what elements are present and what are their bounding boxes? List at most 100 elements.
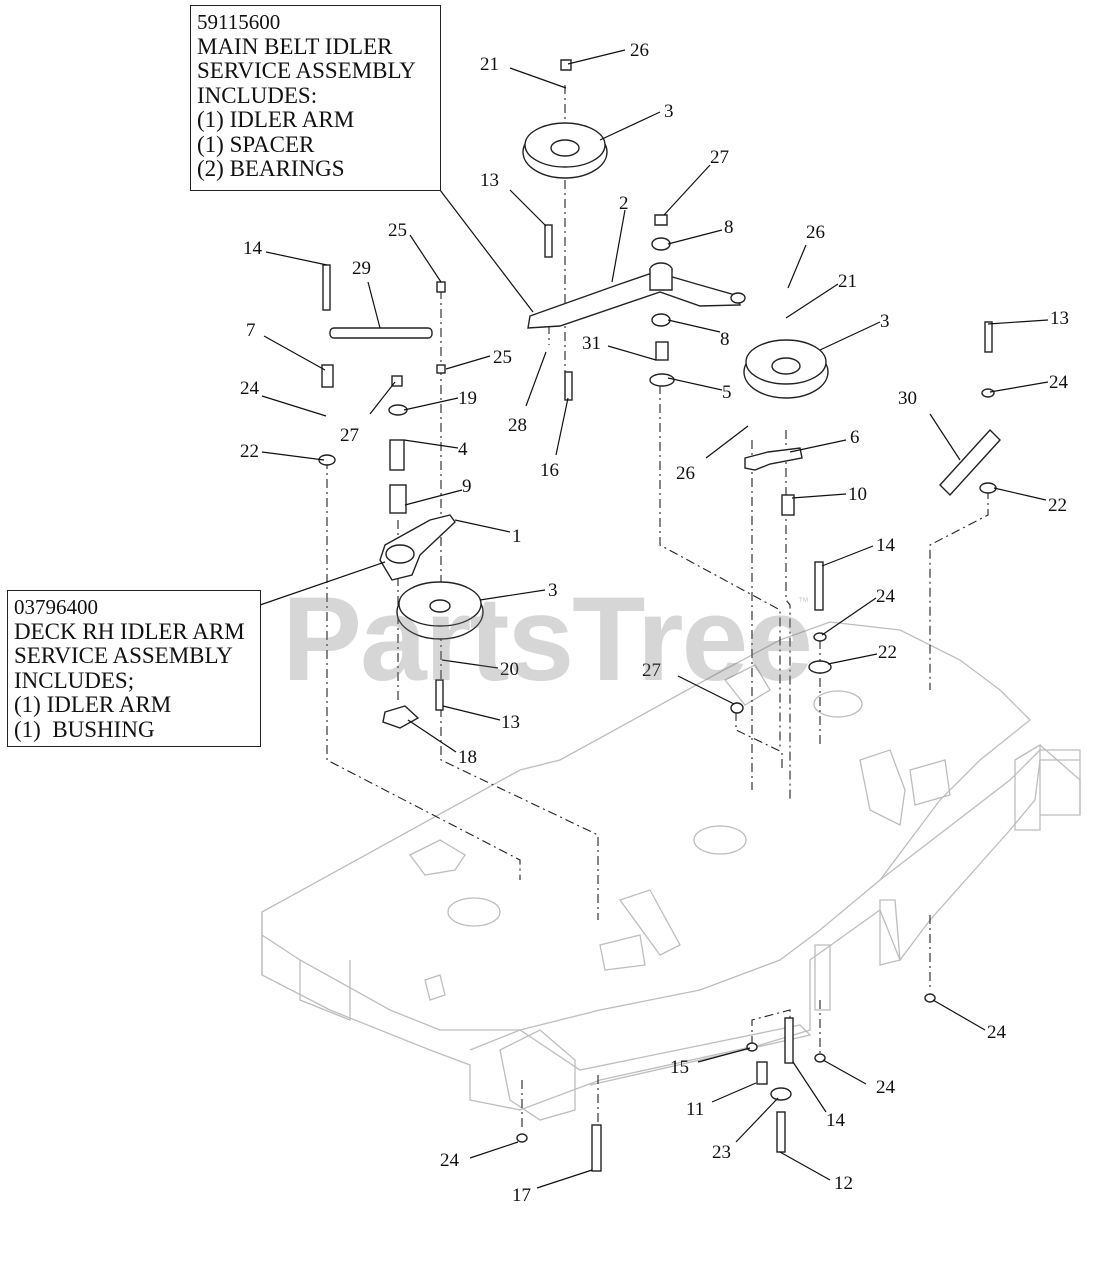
- deck-body: [261, 621, 1031, 1031]
- callout-label: 19: [458, 388, 477, 409]
- callout-label: 12: [834, 1173, 853, 1194]
- pin-17: [591, 1124, 602, 1172]
- rear-frame: [809, 759, 1080, 962]
- callout-label: 22: [1048, 495, 1067, 516]
- callout-label: 24: [987, 1022, 1007, 1043]
- callout-label: 24: [876, 586, 896, 607]
- spindle-hole-left: [447, 897, 501, 927]
- bolt-13-left: [435, 679, 444, 711]
- callout-label: 29: [352, 258, 371, 279]
- callout-label: 20: [500, 659, 519, 680]
- washer-24-right: [981, 388, 995, 398]
- spring-29: [329, 327, 433, 339]
- info-box-main-belt-idler: 59115600 MAIN BELT IDLER SERVICE ASSEMBL…: [190, 5, 441, 191]
- bolt-16: [564, 371, 573, 401]
- callout-label: 13: [1050, 308, 1069, 329]
- callout-label: 25: [388, 220, 407, 241]
- bearing-lower: [651, 313, 671, 327]
- info-line: INCLUDES:: [197, 82, 318, 108]
- callout-label: 28: [508, 415, 527, 436]
- callout-label: 3: [664, 101, 674, 122]
- info-line: DECK RH IDLER ARM: [14, 618, 245, 644]
- callout-label: 15: [670, 1057, 689, 1078]
- bushing-4: [389, 439, 405, 471]
- washer-22-right: [979, 482, 997, 494]
- nut-26-top: [560, 59, 572, 71]
- callout-label: 17: [512, 1185, 531, 1206]
- callout-label: 8: [720, 329, 730, 350]
- nut-15: [746, 1042, 758, 1052]
- callout-label: 14: [876, 535, 896, 556]
- washer-23: [770, 1087, 792, 1101]
- deck-skirt: [261, 935, 811, 1111]
- info-box-deck-rh-idler: 03796400 DECK RH IDLER ARM SERVICE ASSEM…: [7, 590, 261, 747]
- washer-22-mid: [808, 660, 832, 674]
- info-line: INCLUDES;: [14, 667, 135, 693]
- callout-label: 27: [710, 147, 729, 168]
- nut-27-mid: [730, 702, 744, 714]
- info-line: SERVICE ASSEMBLY: [197, 58, 416, 83]
- spacer-10: [781, 494, 795, 516]
- plate-18: [382, 705, 420, 729]
- info-line: (1) IDLER ARM: [197, 107, 355, 132]
- idler-arm-main: [527, 271, 742, 329]
- callout-label: 14: [826, 1110, 846, 1131]
- watermark-tm: ™: [798, 596, 809, 608]
- washer-19: [388, 404, 408, 416]
- bearing-upper: [651, 237, 671, 251]
- callout-label: 25: [493, 347, 512, 368]
- callout-label: 21: [480, 54, 499, 75]
- bolt-13-right: [984, 321, 993, 353]
- info-line: (2) BEARINGS: [197, 156, 345, 181]
- callout-label: 13: [501, 712, 520, 733]
- info-line: (1) IDLER ARM: [14, 692, 172, 717]
- nut-24-front: [814, 1053, 826, 1063]
- callout-label: 16: [540, 460, 559, 481]
- bracket-6: [744, 447, 803, 471]
- callout-label: 24: [1049, 372, 1069, 393]
- info-line: (1) BUSHING: [14, 716, 155, 742]
- watermark: PartsTree: [282, 572, 813, 706]
- callout-label: 5: [722, 382, 732, 403]
- info-line: MAIN BELT IDLER: [197, 33, 393, 59]
- bolt-14-left: [322, 264, 331, 311]
- pin-12: [776, 1111, 786, 1153]
- callout-label: 30: [898, 388, 917, 409]
- callout-label: 22: [240, 441, 259, 462]
- callout-label: 7: [246, 320, 256, 341]
- front-bumper: [469, 1024, 812, 1086]
- info-line: (1) SPACER: [197, 131, 315, 157]
- nut-24-lower-left: [516, 1133, 528, 1143]
- bolt-14-lower: [784, 1017, 794, 1064]
- callout-label: 14: [243, 238, 263, 259]
- callout-label: 24: [876, 1077, 896, 1098]
- callout-label: 22: [878, 642, 897, 663]
- callout-label: 31: [582, 333, 601, 354]
- washer-5: [649, 373, 675, 387]
- spindle-hole-right: [813, 690, 863, 718]
- callout-label: 13: [480, 170, 499, 191]
- callout-label: 18: [458, 747, 477, 768]
- bolt-13-top: [544, 224, 553, 258]
- callout-label: 9: [462, 476, 472, 497]
- callout-label: 10: [848, 484, 867, 505]
- spacer-11: [756, 1061, 768, 1085]
- callout-label: 21: [838, 271, 857, 292]
- nut-24-lower-right: [924, 993, 936, 1003]
- callout-label: 26: [676, 463, 695, 484]
- callout-label: 4: [458, 439, 468, 460]
- callout-label: 24: [440, 1150, 460, 1171]
- info-line: SERVICE ASSEMBLY: [14, 643, 233, 668]
- washer-22-left: [318, 454, 336, 466]
- nut-25-mid: [436, 364, 446, 374]
- callout-label: 3: [880, 311, 890, 332]
- callout-label: 6: [850, 427, 860, 448]
- nut-25-top: [436, 281, 446, 293]
- idler-arm-rh: [379, 514, 456, 581]
- callout-label: 26: [806, 222, 825, 243]
- spacer-7: [321, 364, 334, 388]
- spacer: [655, 341, 669, 361]
- callout-label: 1: [512, 526, 522, 547]
- nut-27-left: [391, 375, 403, 387]
